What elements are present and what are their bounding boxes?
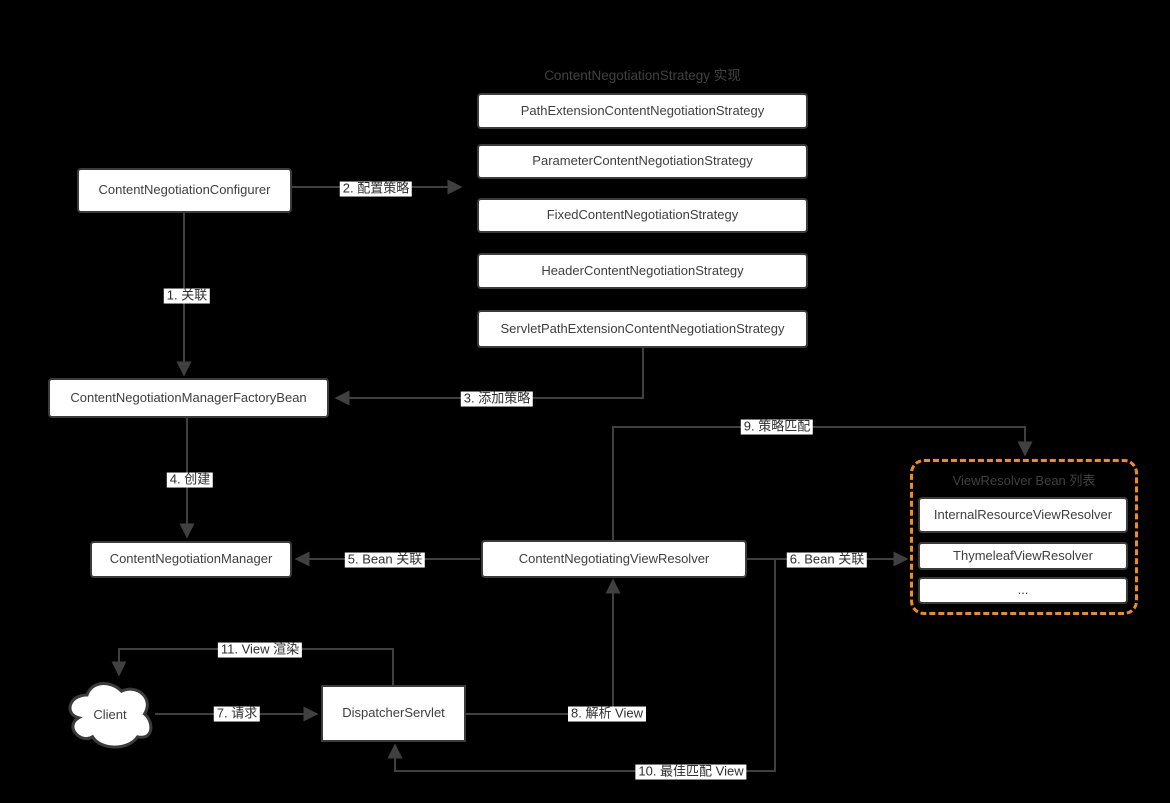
node-internal-resource-view-resolver: InternalResourceViewResolver [918,497,1128,533]
view-resolver-group-title: ViewResolver Bean 列表 [952,473,1096,488]
node-content-negotiation-configurer: ContentNegotiationConfigurer [77,168,292,213]
node-thymeleaf-view-resolver: ThymeleafViewResolver [918,542,1128,570]
edge-label-11: 11. View 渲染 [217,642,303,658]
edge-label-3: 3. 添加策略 [460,391,534,407]
edge-label-2: 2. 配置策略 [339,181,413,197]
node-client-cloud: Client [64,676,156,752]
node-content-negotiating-view-resolver: ContentNegotiatingViewResolver [481,540,747,578]
edge-label-7: 7. 请求 [213,706,261,722]
edge-8-resolve-view [466,578,621,715]
client-label: Client [93,706,127,722]
edge-label-10: 10. 最佳匹配 View [635,764,747,780]
edge-9-strategy-match [612,426,1033,540]
node-content-negotiation-manager: ContentNegotiationManager [90,541,292,578]
node-path-extension-strategy: PathExtensionContentNegotiationStrategy [477,93,808,129]
edge-label-9: 9. 策略匹配 [740,419,814,435]
node-servlet-path-extension-strategy: ServletPathExtensionContentNegotiationSt… [477,310,808,348]
edge-3-add-strategy [334,347,644,406]
node-parameter-strategy: ParameterContentNegotiationStrategy [477,144,808,179]
edge-label-1: 1. 关联 [163,288,211,304]
edge-label-8: 8. 解析 View [567,706,647,722]
strategy-group-title: ContentNegotiationStrategy 实现 [544,68,741,83]
node-header-strategy: HeaderContentNegotiationStrategy [477,253,808,289]
client-cloud-shape [68,682,153,749]
node-content-negotiation-manager-factory-bean: ContentNegotiationManagerFactoryBean [48,378,329,418]
edge-label-5: 5. Bean 关联 [344,552,426,568]
node-fixed-strategy: FixedContentNegotiationStrategy [477,198,808,233]
edge-label-6: 6. Bean 关联 [786,552,868,568]
node-more-view-resolvers: ... [918,577,1128,604]
view-resolver-bean-list-group: ViewResolver Bean 列表 [910,459,1138,615]
edge-10-best-match-view [387,560,776,772]
edge-label-4: 4. 创建 [166,472,214,488]
node-dispatcher-servlet: DispatcherServlet [321,685,466,742]
